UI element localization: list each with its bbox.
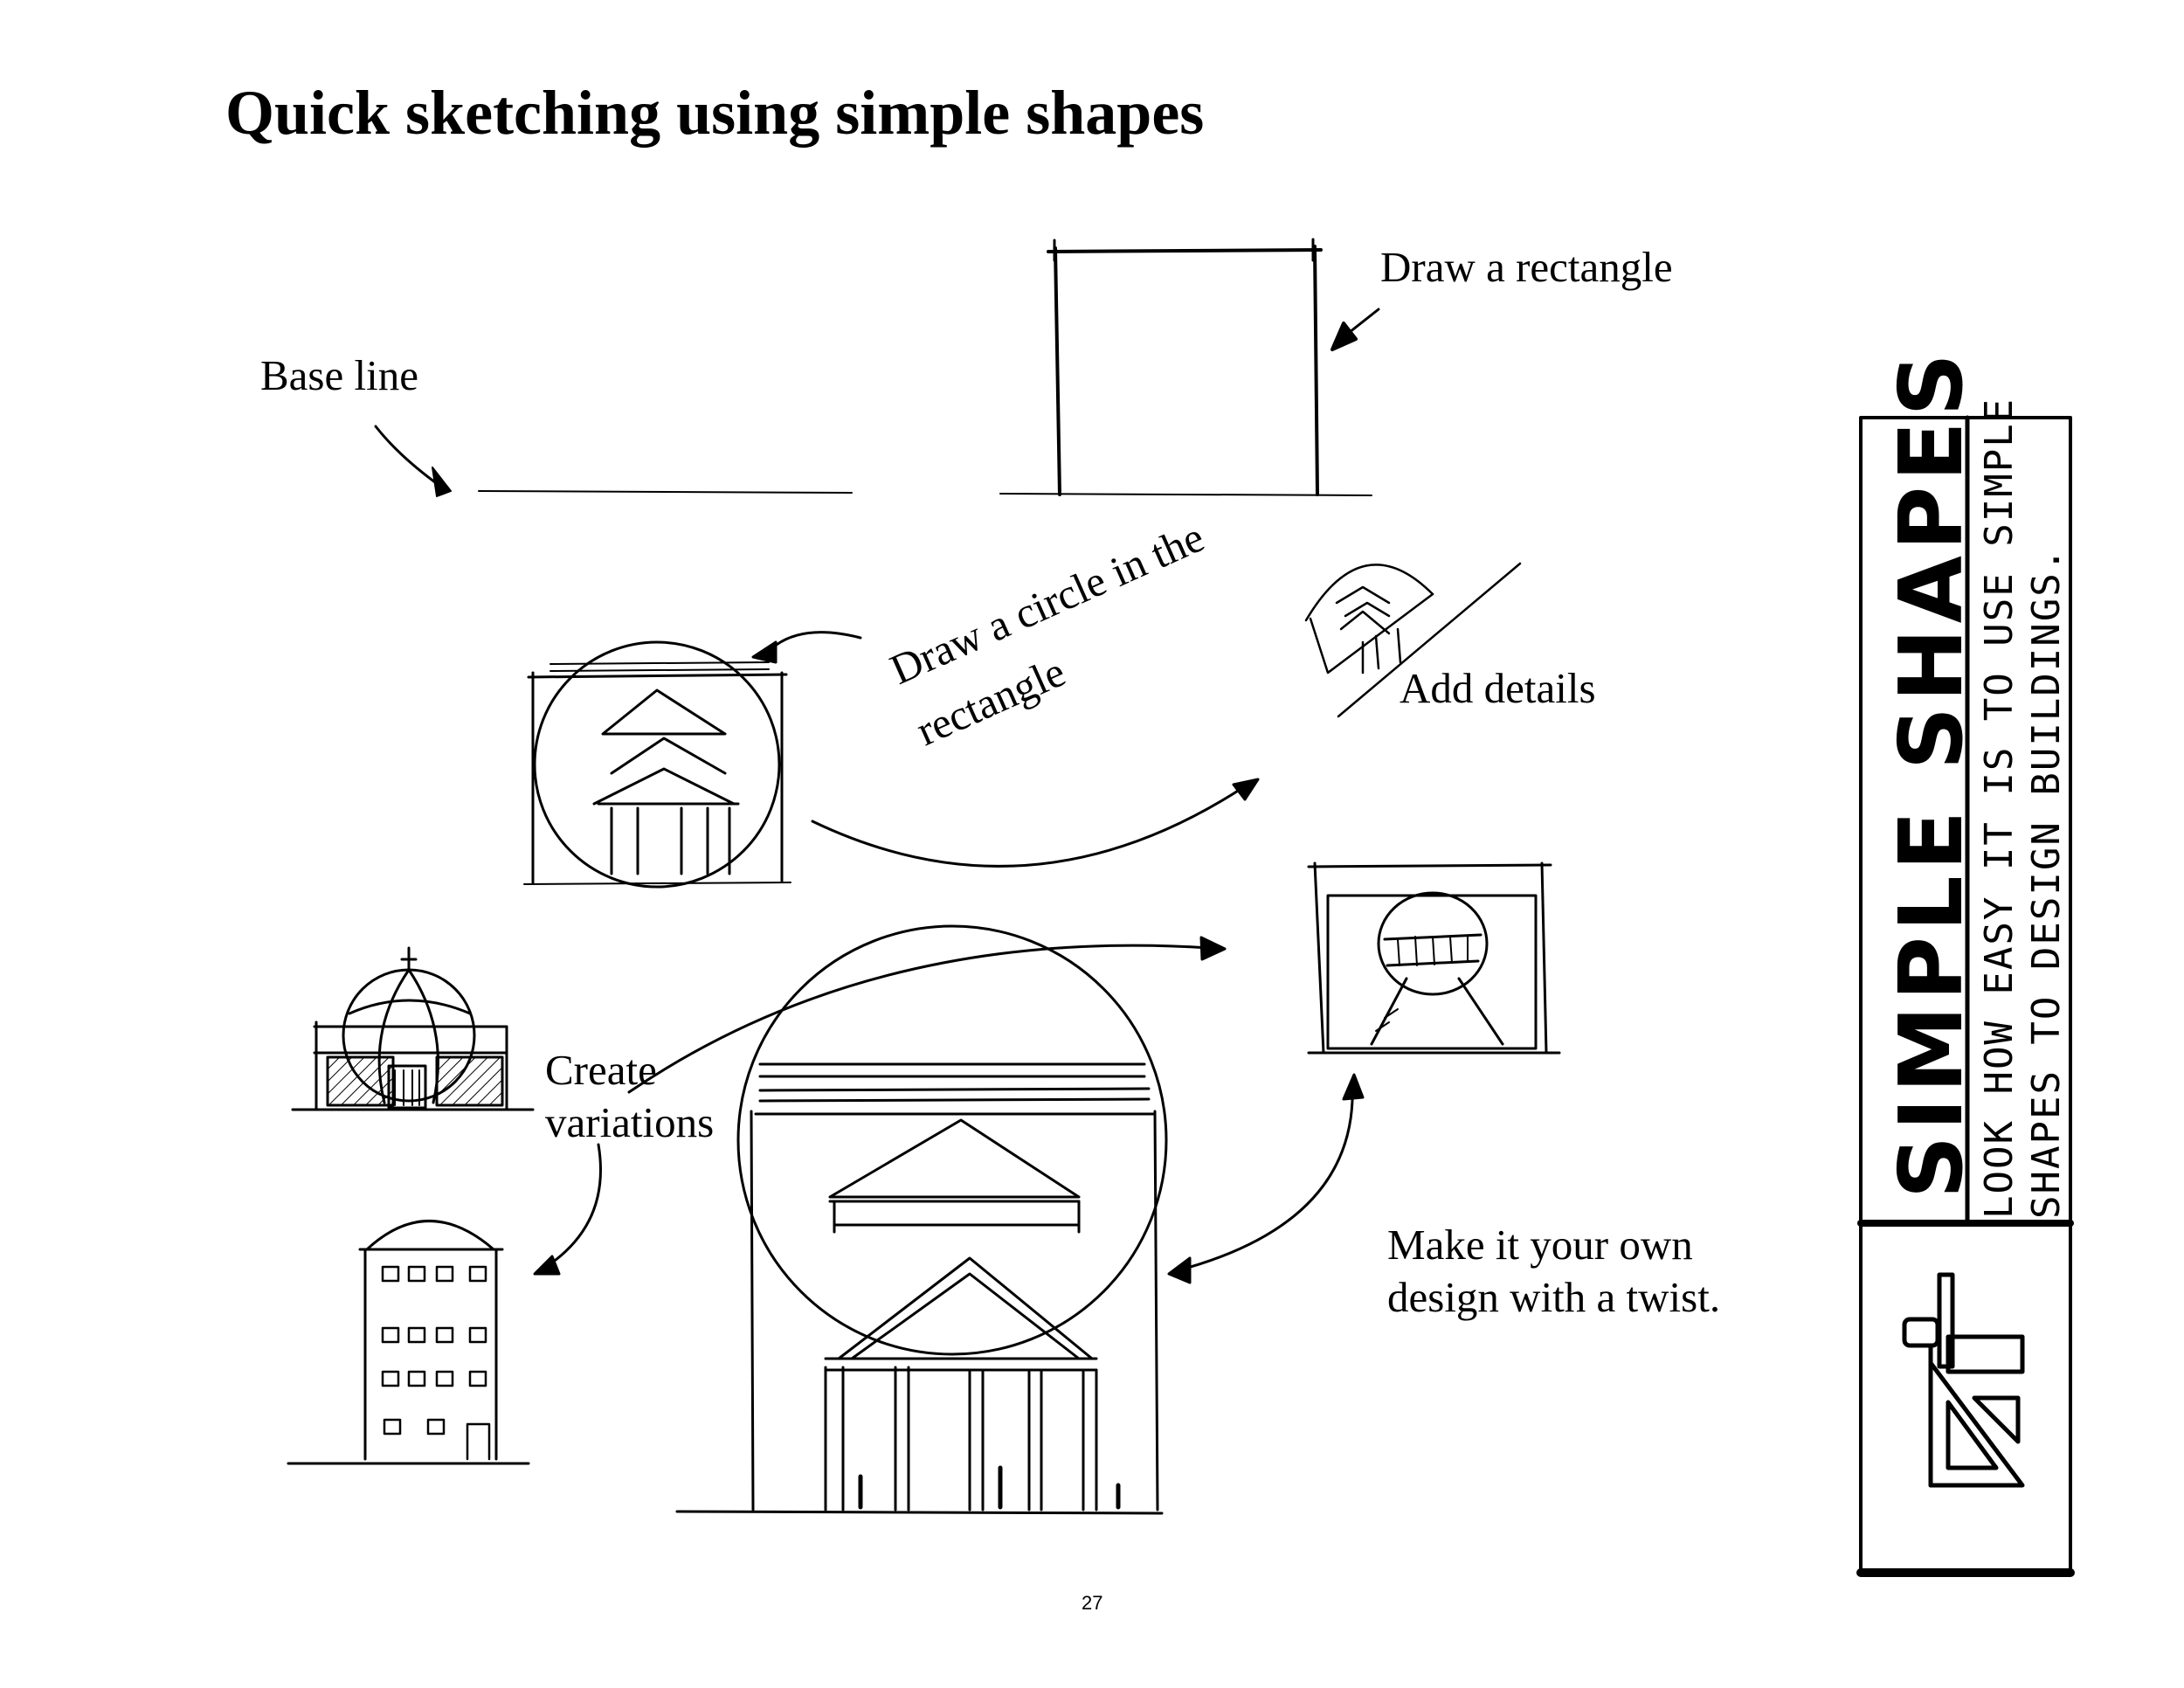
base-line-sketch [374, 425, 853, 497]
rectangle-sketch [999, 238, 1380, 496]
temple-building-sketch [627, 924, 1365, 1515]
caption-make-own-line-1: Make it your own [1387, 1221, 1693, 1269]
caption-add-details: Add details [1400, 664, 1596, 712]
page-number: 27 [1082, 1592, 1103, 1614]
caption-create-variations-line-1: Create [545, 1046, 657, 1094]
tower-building-sketch [287, 1143, 602, 1465]
framed-variation-sketch [1307, 861, 1561, 1055]
circle-in-rectangle-sketch [523, 631, 1260, 889]
sidebar-subtitle-line-1: LOOK HOW EASY IT IS TO USE SIMPLE [1977, 397, 2022, 1219]
details-sketch [1304, 562, 1522, 718]
sidebar-subtitle-line-2: SHAPES TO DESIGN BUILDINGS. [2024, 546, 2069, 1219]
sidebar-frame [1856, 415, 2075, 1577]
arrow-head-icon [751, 640, 778, 664]
caption-base-line: Base line [260, 351, 418, 399]
arrow-head-icon [432, 467, 452, 497]
caption-create-variations-line-2: variations [545, 1098, 715, 1146]
page-title: Quick sketching using simple shapes [225, 78, 1205, 148]
arrow-head-icon [533, 1255, 561, 1276]
arrow-head-icon [1342, 1073, 1365, 1101]
dome-building-sketch [291, 946, 535, 1111]
arrow-head-icon [1167, 1256, 1192, 1284]
sidebar-title: SIMPLE SHAPES [1880, 348, 1982, 1199]
t-square-and-triangle-icon [1902, 1272, 2025, 1488]
arrow-head-icon [1199, 936, 1227, 961]
caption-draw-rectangle: Draw a rectangle [1380, 243, 1673, 291]
arrow-head-icon [1232, 778, 1260, 801]
caption-make-own-line-2: design with a twist. [1387, 1273, 1721, 1321]
arrow-head-icon [1330, 322, 1358, 351]
